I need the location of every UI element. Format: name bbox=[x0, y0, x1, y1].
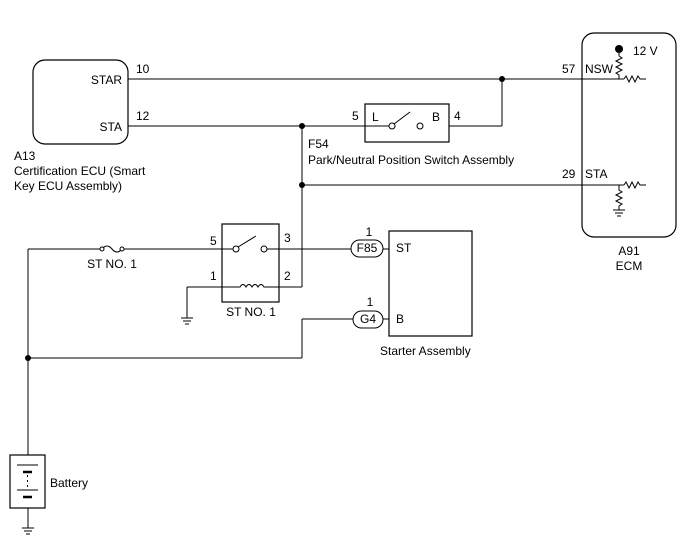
switch-pin-b-label: B bbox=[432, 110, 440, 124]
ecm-pin-nsw-label: NSW bbox=[585, 62, 614, 76]
ecm-pin-sta-number: 29 bbox=[562, 167, 576, 181]
a13-pin-sta-label: STA bbox=[100, 120, 122, 134]
a13-pin-star-number: 10 bbox=[136, 62, 150, 76]
ecm-sta-input-resistor-icon bbox=[623, 180, 646, 190]
a13-pin-sta-number: 12 bbox=[136, 109, 150, 123]
ecm-pin-nsw-number: 57 bbox=[562, 62, 576, 76]
certification-ecu-a13: STAR STA 10 12 A13 Certification ECU (Sm… bbox=[14, 59, 150, 193]
relay-pin3: 3 bbox=[284, 231, 291, 245]
starter-pin-st-label: ST bbox=[396, 241, 412, 255]
starter-name: Starter Assembly bbox=[380, 344, 471, 358]
relay-pin2: 2 bbox=[284, 269, 291, 283]
switch-pin-b-number: 4 bbox=[454, 109, 461, 123]
st-no1-fuse: ST NO. 1 bbox=[87, 245, 137, 271]
ecm-supply-voltage: 12 V bbox=[633, 44, 658, 58]
switch-blade-icon bbox=[393, 111, 411, 125]
ecm-code: A91 bbox=[618, 244, 640, 258]
switch-contact-b bbox=[416, 122, 424, 130]
battery: Battery bbox=[9, 454, 88, 509]
certification-ecu-box bbox=[32, 59, 129, 145]
connector-g4-pin: 1 bbox=[367, 295, 374, 309]
connector-f85-pin: 1 bbox=[366, 225, 373, 239]
ecm-pin-sta-label: STA bbox=[585, 167, 607, 181]
switch-pin-l-number: 5 bbox=[352, 109, 359, 123]
ecm-a91: 12 V 57 NSW 29 STA A91 ECM bbox=[562, 32, 677, 273]
ecm-pullup-resistor-icon bbox=[614, 55, 624, 79]
park-neutral-switch-box bbox=[364, 103, 450, 143]
switch-pin-l-label: L bbox=[372, 110, 379, 124]
relay-coil-icon bbox=[232, 284, 279, 288]
park-neutral-switch-f54: L B 5 4 F54 Park/Neutral Position Switch… bbox=[308, 103, 514, 167]
a13-name-line1: Certification ECU (Smart bbox=[14, 164, 146, 178]
starter-assembly: F85 1 G4 1 ST B Starter Assembly bbox=[350, 225, 473, 358]
a13-name-line2: Key ECU Assembly) bbox=[14, 179, 122, 193]
connector-f85-label: F85 bbox=[357, 241, 378, 255]
fuse-icon bbox=[101, 245, 123, 253]
st-no1-relay: 5 3 1 2 ST NO. 1 bbox=[210, 223, 291, 319]
ecm-nsw-input-resistor-icon bbox=[623, 74, 646, 84]
wires bbox=[22, 76, 624, 535]
relay-box bbox=[221, 223, 280, 303]
connector-g4-label: G4 bbox=[360, 312, 376, 326]
battery-name: Battery bbox=[50, 476, 88, 490]
starter-box bbox=[388, 230, 473, 337]
ecm-name: ECM bbox=[616, 259, 643, 273]
junction-nsw bbox=[499, 76, 505, 82]
switch-code: F54 bbox=[308, 137, 329, 151]
relay-pin5: 5 bbox=[210, 234, 217, 248]
ecm-box bbox=[581, 32, 677, 238]
relay-pin1: 1 bbox=[210, 269, 217, 283]
ecm-sta-pulldown-resistor-icon bbox=[614, 185, 624, 210]
a13-code: A13 bbox=[14, 149, 36, 163]
relay-switch-blade-icon bbox=[237, 235, 257, 248]
fuse-name: ST NO. 1 bbox=[87, 257, 137, 271]
starter-pin-b-label: B bbox=[396, 312, 404, 326]
switch-name: Park/Neutral Position Switch Assembly bbox=[308, 153, 514, 167]
a13-pin-star-label: STAR bbox=[91, 73, 122, 87]
relay-contact-3 bbox=[260, 245, 268, 253]
relay-name: ST NO. 1 bbox=[226, 305, 276, 319]
